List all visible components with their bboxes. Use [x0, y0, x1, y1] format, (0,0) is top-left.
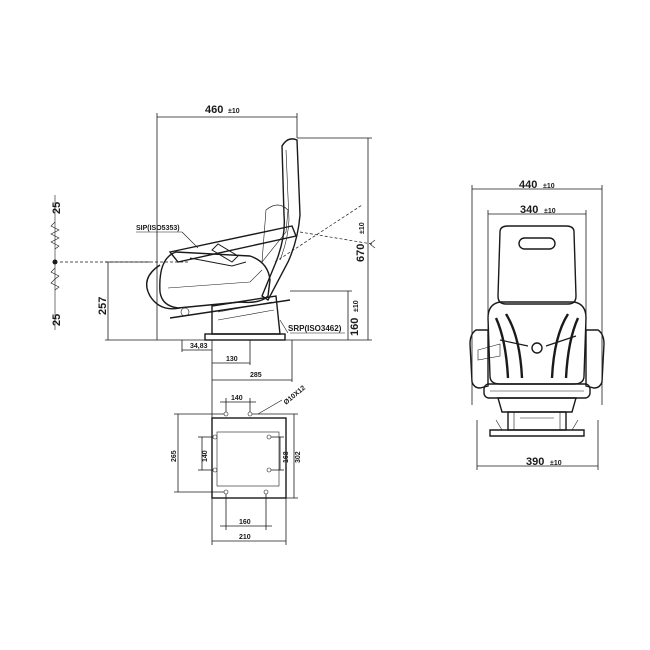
- recline-angle-reference: [274, 204, 363, 263]
- front-base-value: 390: [526, 456, 544, 468]
- sip-leader: [181, 231, 199, 249]
- hole-inner-bottom-left: [212, 467, 218, 473]
- side-bolster-left-inner: [504, 313, 524, 379]
- plate-right-outer-value: 302: [295, 451, 302, 463]
- plate-left-outer-value: 265: [171, 450, 178, 462]
- armrest-left-front: [469, 329, 489, 389]
- hole-top-left: [223, 411, 229, 417]
- plate-left-inner-value: 140: [202, 450, 209, 462]
- hole-bottom-right: [263, 489, 269, 495]
- front-outer-value: 440: [519, 179, 537, 191]
- side-height-tolerance: ±10: [359, 222, 366, 234]
- adjust-up-value: 25: [51, 202, 63, 214]
- adjust-down-value: 25: [51, 314, 63, 326]
- side-view: 460 ±10 670 ±10 160 ±10 SRP(ISO3462) SIP…: [50, 104, 376, 420]
- travel-center-point: [52, 259, 58, 265]
- plate-bottom-inner-value: 160: [239, 519, 251, 526]
- cushion-side: [159, 251, 271, 309]
- offset-c-value: 285: [250, 372, 262, 379]
- plate-top-value: 140: [231, 395, 243, 402]
- plate-right-inner-value: 168: [283, 451, 290, 463]
- seat-belt-front: [499, 335, 577, 347]
- slide-rail: [169, 299, 291, 319]
- plate-bottom-outer-value: 210: [239, 534, 251, 541]
- side-bolster-right-outer: [564, 317, 580, 379]
- armrest-side: [168, 225, 297, 263]
- front-inner-tolerance: ±10: [544, 208, 556, 215]
- belt-buckle-front: [531, 342, 543, 354]
- hole-callout-leader: [257, 399, 283, 415]
- plate-inner-outline: [216, 431, 280, 487]
- base-brackets-front: [495, 419, 579, 431]
- backrest-lumbar: [261, 204, 289, 263]
- hole-callout-value: Ø10X12: [283, 385, 307, 407]
- travel-zigzag-upper: [50, 221, 60, 250]
- offset-a-value: 34,83: [190, 343, 208, 350]
- hole-bottom-left: [223, 489, 229, 495]
- side-height-arrow: [369, 239, 376, 249]
- mounting-plate-view: Ø10X12 140 265 140 168 302 160 210: [171, 385, 307, 545]
- side-width-value: 460: [205, 104, 223, 116]
- front-base-tolerance: ±10: [550, 460, 562, 467]
- armrest-linkage: [189, 257, 247, 267]
- suspension-ribs: [217, 301, 275, 321]
- base-height-value: 257: [97, 297, 109, 315]
- sip-label: SIP(ISO5353): [136, 225, 180, 232]
- backrest-front: [497, 225, 577, 305]
- seat-side-outline: [146, 138, 301, 341]
- belt-buckle-side: [211, 243, 239, 263]
- srp-height-value: 160: [349, 318, 361, 336]
- side-height-value: 670: [355, 244, 367, 262]
- base-plate-side: [204, 333, 286, 341]
- seat-front-outline: [469, 225, 605, 437]
- front-outer-tolerance: ±10: [543, 183, 555, 190]
- base-plate-front: [489, 429, 585, 437]
- backrest-side: [261, 138, 301, 302]
- srp-label: SRP(ISO3462): [288, 324, 342, 333]
- travel-zigzag-lower: [50, 267, 60, 291]
- suspension-travel-symbol: 25 25: [50, 195, 63, 330]
- cushion-seam: [167, 269, 263, 289]
- suspension-details-front: [513, 412, 561, 430]
- cushion-back-front: [487, 301, 587, 385]
- armrest-right-front: [585, 329, 605, 389]
- offset-b-value: 130: [226, 356, 238, 363]
- side-bolster-right-inner: [550, 313, 570, 379]
- srp-leader: [279, 319, 289, 334]
- cushion-front-curve: [146, 264, 181, 310]
- hole-inner-top-right: [266, 434, 272, 440]
- plate-outline: [211, 417, 287, 499]
- side-width-tolerance: ±10: [228, 108, 240, 115]
- hole-inner-top-left: [212, 434, 218, 440]
- suspension-body-front: [507, 411, 567, 431]
- hole-top-right: [247, 411, 253, 417]
- suspension-cover-front: [497, 397, 577, 413]
- front-inner-value: 340: [520, 204, 538, 216]
- side-offset-dimensions: 34,83 130 285: [181, 340, 293, 420]
- backrest-angle-reference: [299, 231, 373, 245]
- hole-inner-bottom-right: [266, 467, 272, 473]
- backrest-handle: [518, 237, 556, 250]
- front-view: 440 ±10 340 ±10 390 ±10: [469, 179, 605, 470]
- srp-height-tolerance: ±10: [353, 300, 360, 312]
- side-bolster-left-outer: [494, 317, 510, 379]
- armrest-left-panel: [477, 343, 501, 361]
